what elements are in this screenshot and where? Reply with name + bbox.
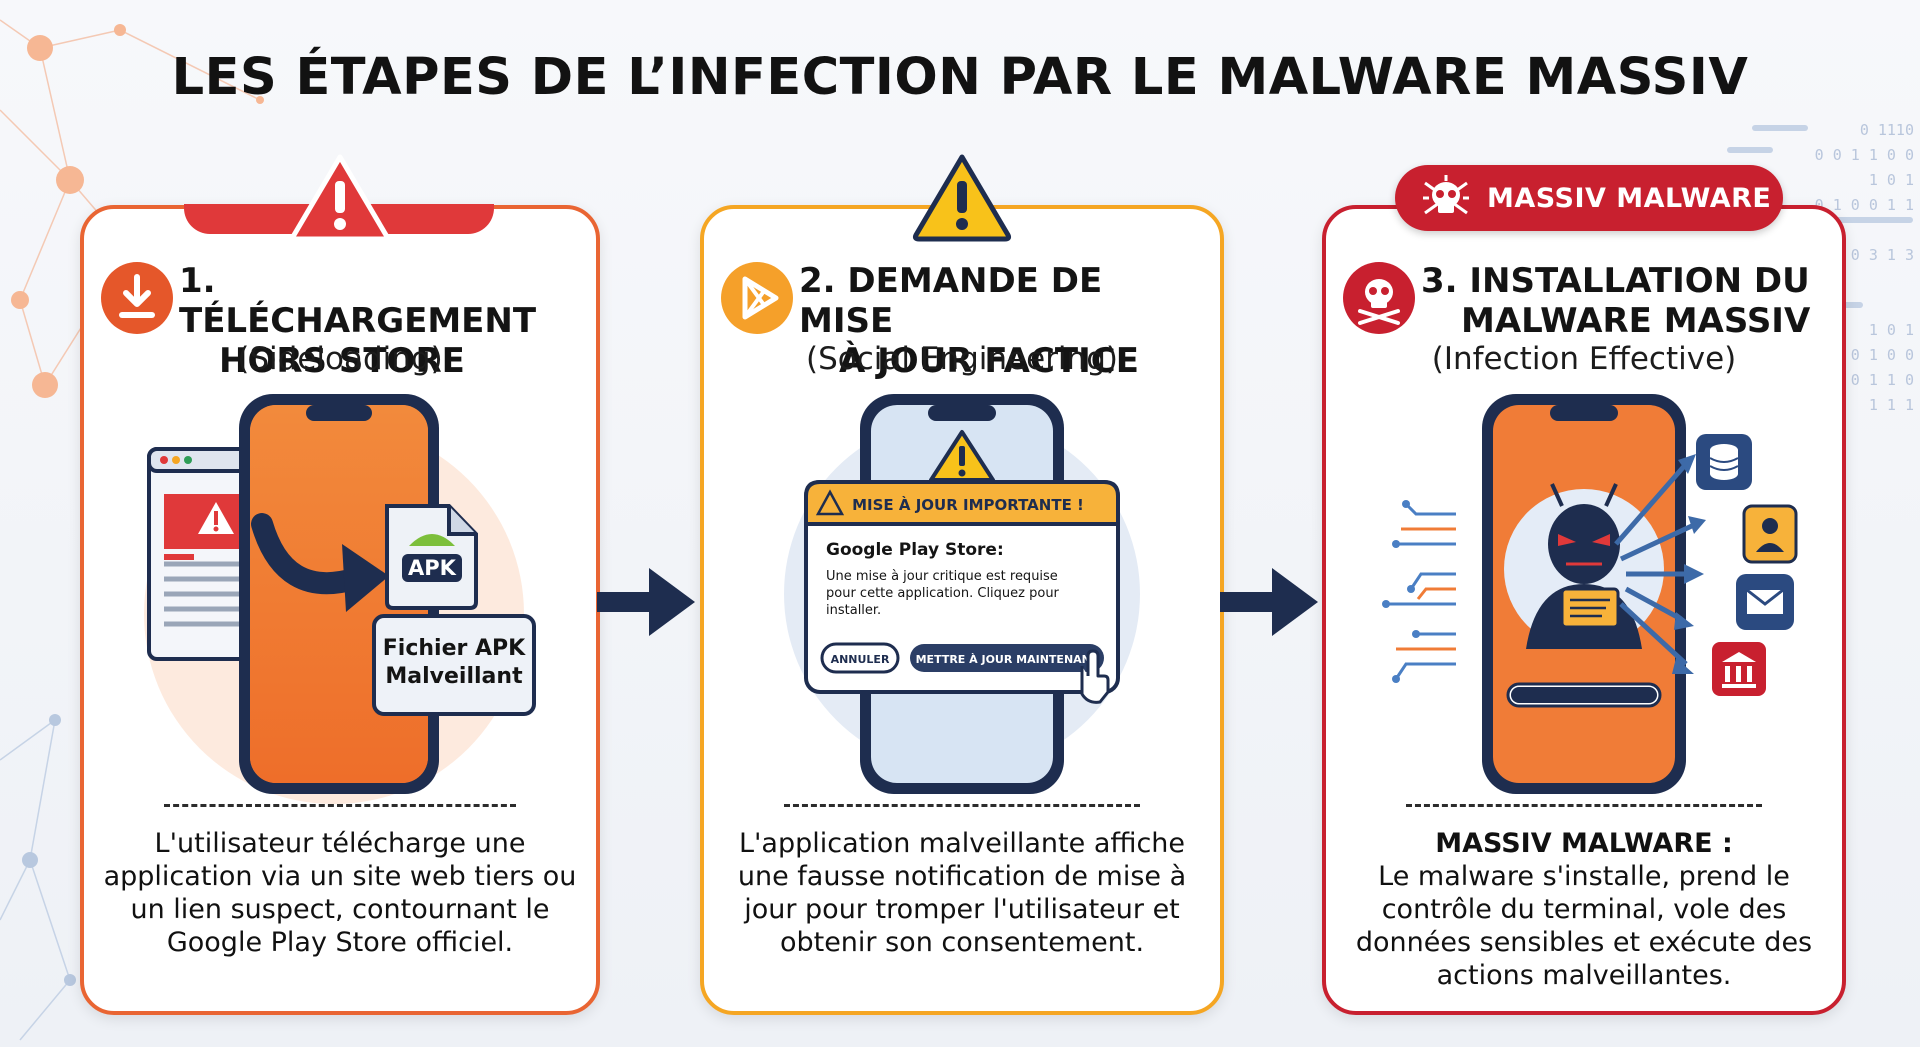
svg-text:Malveillant: Malveillant: [385, 664, 523, 689]
svg-text:Google Play Store:: Google Play Store:: [826, 540, 1004, 560]
svg-text:ANNULER: ANNULER: [831, 653, 890, 666]
email-icon: [1736, 574, 1794, 630]
step-1-subtitle: (Sideloading): [237, 341, 443, 377]
database-icon: [1696, 434, 1752, 490]
step-3-description-text: Le malware s'installe, prend le contrôle…: [1355, 861, 1813, 991]
divider: [164, 804, 516, 807]
svg-text:Fichier APK: Fichier APK: [383, 636, 526, 661]
step-2-illustration: MISE À JOUR IMPORTANTE ! Google Play Sto…: [784, 394, 1140, 794]
warning-icon: [290, 154, 390, 242]
hacker-icon: [1526, 483, 1642, 649]
step-3-subtitle: (Infection Effective): [1431, 341, 1737, 377]
skull-icon: [1343, 262, 1415, 334]
flow-arrow-2: [1220, 568, 1318, 636]
badge-label: MASSIV MALWARE: [1487, 183, 1772, 214]
svg-text:METTRE À JOUR MAINTENANT: METTRE À JOUR MAINTENANT: [916, 653, 1099, 666]
svg-text:Une mise à jour critique est r: Une mise à jour critique est requise: [826, 569, 1058, 584]
malicious-apk-label: Fichier APK Malveillant: [372, 614, 536, 716]
install-progress-bar: [1506, 682, 1662, 708]
fake-update-dialog: MISE À JOUR IMPORTANTE ! Google Play Sto…: [804, 430, 1120, 704]
svg-text:MISE À JOUR IMPORTANTE !: MISE À JOUR IMPORTANTE !: [852, 495, 1084, 514]
skull-icon: [1423, 175, 1469, 215]
apk-file-icon: APK: [385, 504, 478, 610]
download-icon: [101, 262, 173, 334]
step-1-description: L'utilisateur télécharge une application…: [103, 828, 577, 958]
step-1-illustration: APK Fichier APK Malveillant: [144, 394, 536, 804]
bank-icon: [1712, 642, 1766, 696]
contact-icon: [1742, 504, 1798, 564]
step-2-subtitle: (Social Engineering): [806, 341, 1118, 377]
update-now-button[interactable]: METTRE À JOUR MAINTENANT: [910, 644, 1104, 672]
svg-text:pour cette application. Clique: pour cette application. Cliquez pour: [826, 586, 1060, 601]
step-3-description-heading: MASSIV MALWARE :: [1435, 828, 1733, 859]
step-2-description: L'application malveillante affiche une f…: [737, 828, 1187, 958]
cancel-button[interactable]: ANNULER: [820, 642, 900, 674]
step-3-description: MASSIV MALWARE : Le malware s'installe, …: [1336, 827, 1832, 992]
divider: [1406, 804, 1762, 807]
step-3-illustration: [1382, 394, 1798, 794]
svg-text:APK: APK: [408, 556, 457, 580]
page-title: LES ÉTAPES DE L’INFECTION PAR LE MALWARE…: [171, 48, 1749, 107]
hand-cursor-icon: [1080, 649, 1110, 704]
warning-icon: [912, 154, 1012, 242]
massiv-malware-badge: MASSIV MALWARE: [1395, 165, 1783, 231]
flow-arrow-1: [597, 568, 695, 636]
divider: [784, 804, 1140, 807]
svg-text:installer.: installer.: [826, 603, 881, 618]
play-store-icon: [721, 262, 793, 334]
